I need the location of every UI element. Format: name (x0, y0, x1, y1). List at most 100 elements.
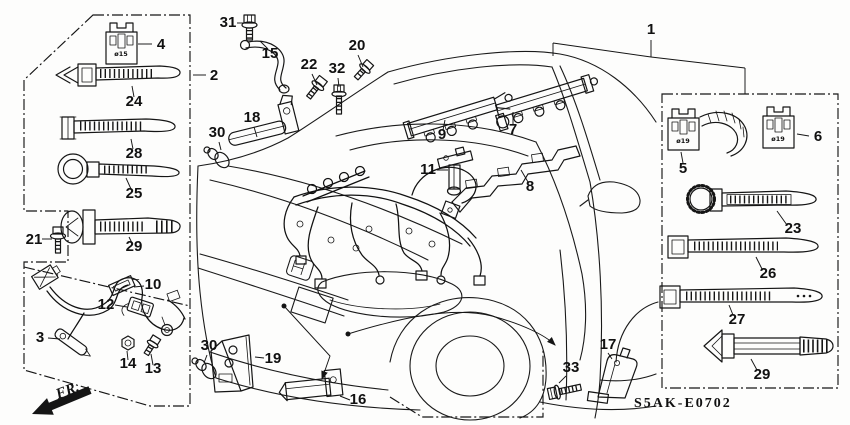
callout-leader-15 (259, 40, 269, 50)
grille-lines (197, 253, 349, 317)
callout-leader-30 (218, 141, 222, 151)
callout-leader-32 (337, 77, 340, 88)
part-callout-21: 21 (26, 231, 43, 248)
callout-leader-29 (750, 358, 758, 371)
callout-leader-22 (311, 73, 318, 86)
part-29-push-tie-left (60, 209, 181, 245)
part-callout-20: 20 (349, 37, 366, 54)
callout-leader-20 (357, 54, 364, 68)
callout-leader-18 (253, 126, 258, 138)
part-callout-18: 18 (244, 109, 261, 126)
part-callout-26: 26 (760, 265, 777, 282)
part-12-connector (121, 296, 154, 318)
part-17-bracket (586, 347, 638, 404)
part-16-bracket (278, 368, 344, 402)
callout-leader-10 (133, 285, 145, 288)
part-32-bolt (331, 84, 347, 115)
emblem (285, 255, 315, 281)
callout-leader-3 (47, 337, 61, 340)
part-8-holder (440, 145, 581, 219)
part-callout-30: 30 (201, 337, 218, 354)
part-callout-32: 32 (329, 60, 346, 77)
fr-direction-arrow: FR. (32, 379, 92, 415)
part-20-screw (353, 58, 375, 81)
callout-leader-19 (254, 356, 265, 359)
part-10-clip (107, 275, 140, 297)
part-28-cable-tie (59, 116, 176, 140)
part-callout-31: 31 (220, 14, 237, 31)
right-parts-box (661, 93, 839, 389)
callout-leader-27 (728, 304, 734, 316)
part-callout-4: 4 (157, 36, 166, 53)
part-33-bolt (546, 383, 582, 401)
left-parts-box (23, 14, 191, 407)
part-30-grommet-top (203, 146, 230, 169)
clip-size-19b: ø19 (771, 135, 785, 143)
clip-size-19a: ø19 (676, 137, 690, 145)
part-4-clip: ø15 (105, 22, 138, 65)
part-callout-24: 24 (126, 93, 143, 110)
part-3-terminal (54, 328, 91, 357)
callout-leader-13 (150, 353, 154, 366)
part-9-holder (402, 92, 513, 143)
part-callout-27: 27 (729, 311, 746, 328)
part-27-cable-tie (659, 285, 823, 309)
callout-leader-25 (125, 177, 132, 190)
part-callout-13: 13 (145, 360, 162, 377)
callout-leader-17 (607, 352, 613, 360)
clip-size-15: ø15 (114, 50, 128, 58)
part-22-bolt (306, 74, 328, 100)
callout-leader-28 (130, 138, 134, 150)
part-11-bracket (436, 146, 474, 196)
location-arrows (283, 305, 556, 381)
part-14-nut (121, 335, 135, 351)
callout-leader-33 (558, 375, 567, 384)
callout-leader-12 (114, 304, 128, 308)
diagram-code: S5AK-E0702 (634, 396, 732, 411)
part-callout-5: 5 (679, 160, 687, 177)
part-25-ring-tie (57, 153, 180, 185)
callout-leader-23 (776, 210, 788, 226)
plate (290, 286, 334, 324)
part-23-mount-tie (686, 184, 817, 214)
callout-leader-5 (680, 151, 684, 164)
callout-leader-9 (442, 119, 446, 131)
part-18-bracket (228, 94, 300, 146)
part-callout-29: 29 (754, 366, 771, 383)
part-callout-14: 14 (120, 355, 137, 372)
part-callout-29: 29 (126, 238, 143, 255)
part-callout-2: 2 (210, 67, 218, 84)
part-callout-8: 8 (526, 178, 534, 195)
part-callout-33: 33 (563, 359, 580, 376)
part-29-push-tie-right (703, 329, 834, 363)
callout-leader-1 (650, 56, 746, 69)
part-callout-7: 7 (509, 121, 517, 138)
part-callout-11: 11 (420, 161, 436, 178)
part-callout-12: 12 (98, 296, 115, 313)
part-15-tube (239, 39, 290, 94)
callout-layer: 1234567891011121314151617181920212223242… (26, 14, 823, 408)
part-callout-17: 17 (600, 336, 617, 353)
part-6-clip: ø19 (762, 106, 795, 149)
callout-leader-6 (796, 133, 810, 137)
part-callout-10: 10 (145, 276, 162, 293)
part-callout-19: 19 (265, 350, 282, 367)
part-callout-22: 22 (301, 56, 318, 73)
part-13-bolt (143, 334, 162, 357)
callout-leader-24 (131, 85, 135, 98)
part-callout-28: 28 (126, 145, 143, 162)
callout-leader-29 (128, 236, 133, 244)
part-callout-1: 1 (647, 21, 655, 38)
front-wheel (409, 311, 531, 421)
part-callout-15: 15 (262, 45, 279, 62)
callout-leader-8 (520, 169, 529, 183)
part-31-bolt (241, 14, 258, 41)
part-30-grommet-bottom (191, 357, 217, 380)
part-24-cable-tie (55, 63, 181, 87)
engine-harness (281, 165, 486, 337)
part-callout-16: 16 (350, 391, 367, 408)
callout-leader-14 (126, 350, 129, 361)
wheel-arch (389, 297, 547, 419)
callout-leader-1 (552, 42, 652, 58)
